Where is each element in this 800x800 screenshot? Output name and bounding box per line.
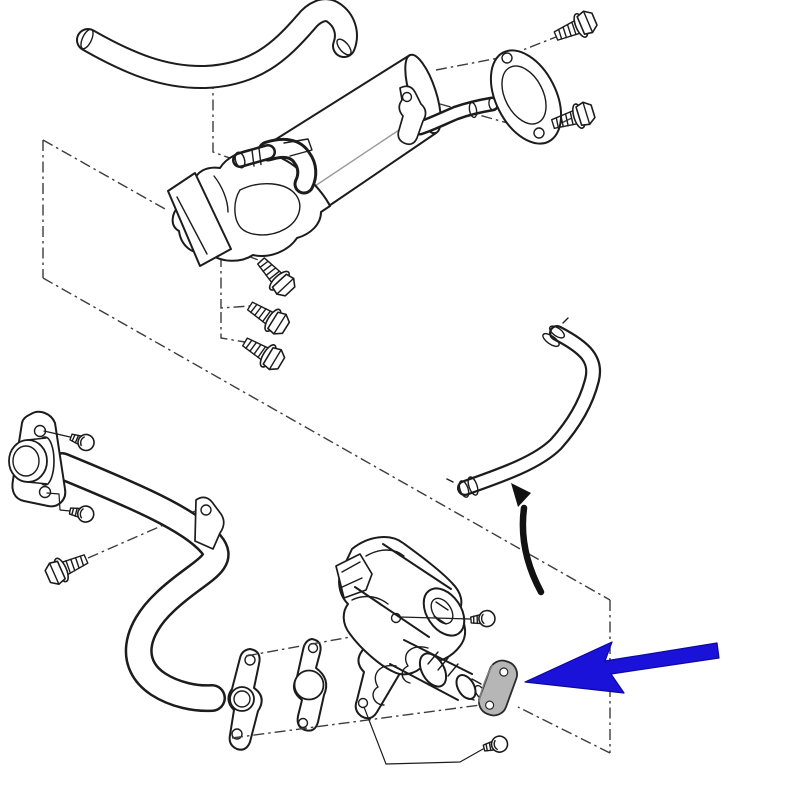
highlight-arrow (524, 641, 720, 694)
pipe-flange (227, 648, 263, 751)
flange-screw-1 (67, 428, 98, 454)
pipe-bracket-bolt (41, 546, 92, 589)
egr-valve (335, 536, 486, 720)
valve-hook-2 (372, 664, 397, 706)
cooler-mounting-bolt-2 (242, 294, 294, 340)
flange-screw-leader-2 (46, 492, 71, 512)
pipe-bracket-tab (194, 496, 225, 550)
cooler-bolt-leader-2 (220, 256, 251, 309)
valve-screw-2 (481, 733, 511, 757)
mount-axis-lower (231, 703, 489, 739)
valve-screw-leader-1 (399, 616, 471, 620)
valve-outlet-gasket (478, 659, 518, 717)
frame-long-diagonal (42, 277, 611, 601)
cooler-outlet-bolt-1 (550, 7, 601, 49)
frame-bottom-corner (517, 706, 611, 754)
cooler-mounting-bolt-1 (251, 251, 300, 302)
valve-screw-1 (469, 609, 497, 629)
connecting-hose (446, 317, 602, 498)
install-direction-arrow (511, 483, 545, 596)
valve-connector (335, 553, 373, 599)
valve-stem (389, 639, 486, 701)
cooler-inlet-elbow (232, 137, 318, 195)
cooler-bolt-leader-3 (220, 312, 246, 343)
flange-screw-leader-1 (43, 430, 71, 438)
cooler-outlet-gasket (489, 49, 563, 145)
valve-screw-leader-2 (363, 706, 484, 765)
hose-leader (212, 78, 239, 162)
egr-cooler (167, 53, 500, 267)
egr-pipe (8, 410, 230, 713)
upper-coolant-hose (76, 0, 358, 90)
cooler-mounting-bolt-3 (237, 330, 289, 376)
pipe-inlet-flange (8, 410, 67, 508)
frame-top-edge (42, 139, 166, 210)
cooler-bracket (167, 172, 232, 267)
valve-hook-1 (401, 646, 429, 684)
cooler-outlet-flange (397, 85, 500, 146)
flange-screw-2 (67, 502, 96, 525)
pipe-gasket (292, 638, 328, 732)
